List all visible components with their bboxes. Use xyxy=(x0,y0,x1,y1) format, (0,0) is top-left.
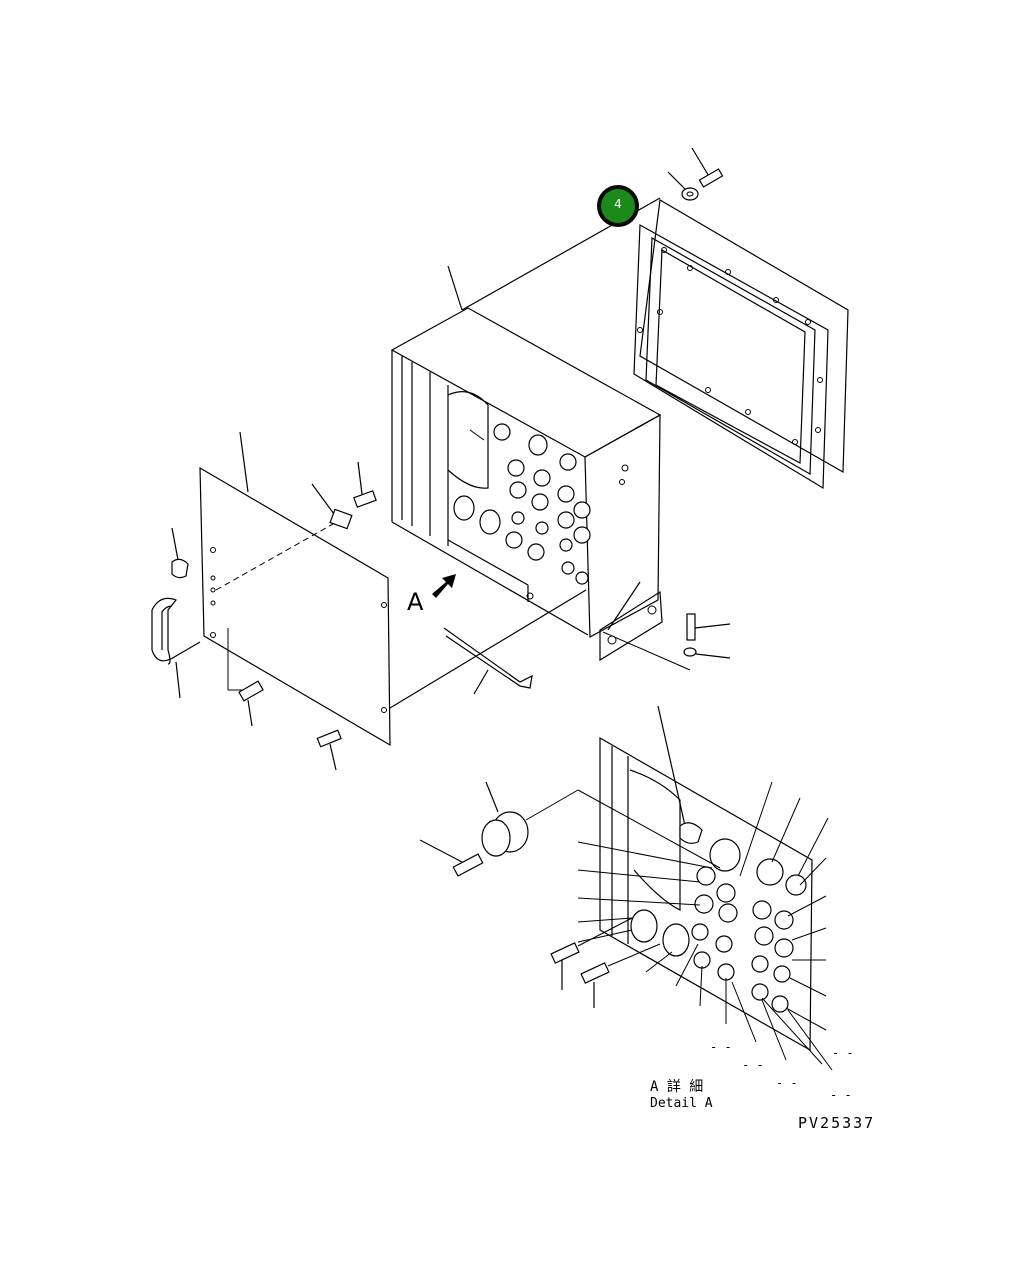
hinge-bolt xyxy=(238,680,264,727)
detail-screw-1 xyxy=(550,917,633,990)
dash-mark: - - xyxy=(830,1088,852,1102)
latch xyxy=(311,461,377,530)
stay-rod xyxy=(443,627,533,695)
bolt-top xyxy=(691,147,724,188)
mount-washer xyxy=(602,631,731,671)
detail-title-jp: A 詳 細 xyxy=(650,1079,704,1095)
detail-screw-2 xyxy=(580,943,661,1008)
cover-screw xyxy=(316,729,342,771)
dash-mark: - - xyxy=(742,1058,764,1072)
dash-mark: - - xyxy=(710,1040,732,1054)
mount-bolt xyxy=(686,613,731,641)
dash-mark: - - xyxy=(776,1076,798,1090)
callout-number[interactable]: 4 xyxy=(614,197,622,211)
panel-box xyxy=(390,197,663,662)
view-arrow xyxy=(432,574,456,598)
detail-title-en: Detail A xyxy=(650,1096,713,1111)
washer-top xyxy=(667,171,699,201)
callout-4-badge[interactable] xyxy=(597,185,639,227)
clip-left xyxy=(171,527,189,579)
gasket-plate xyxy=(633,199,849,490)
drawing-number: PV25337 xyxy=(798,1114,876,1132)
detail-a-plate xyxy=(577,705,833,1071)
knob-assembly xyxy=(419,781,721,877)
handle xyxy=(151,597,201,699)
front-cover xyxy=(199,431,587,747)
view-label: A xyxy=(407,588,424,616)
dash-mark: - - xyxy=(832,1046,854,1060)
